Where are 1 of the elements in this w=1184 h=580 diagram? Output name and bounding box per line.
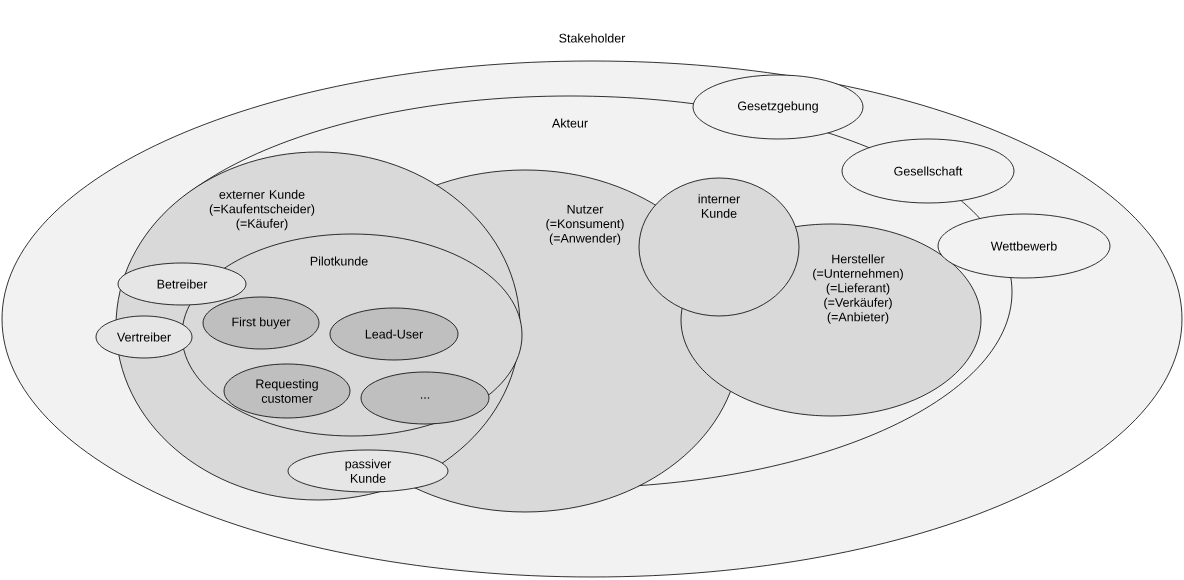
node-label: Stakeholder bbox=[559, 33, 626, 43]
